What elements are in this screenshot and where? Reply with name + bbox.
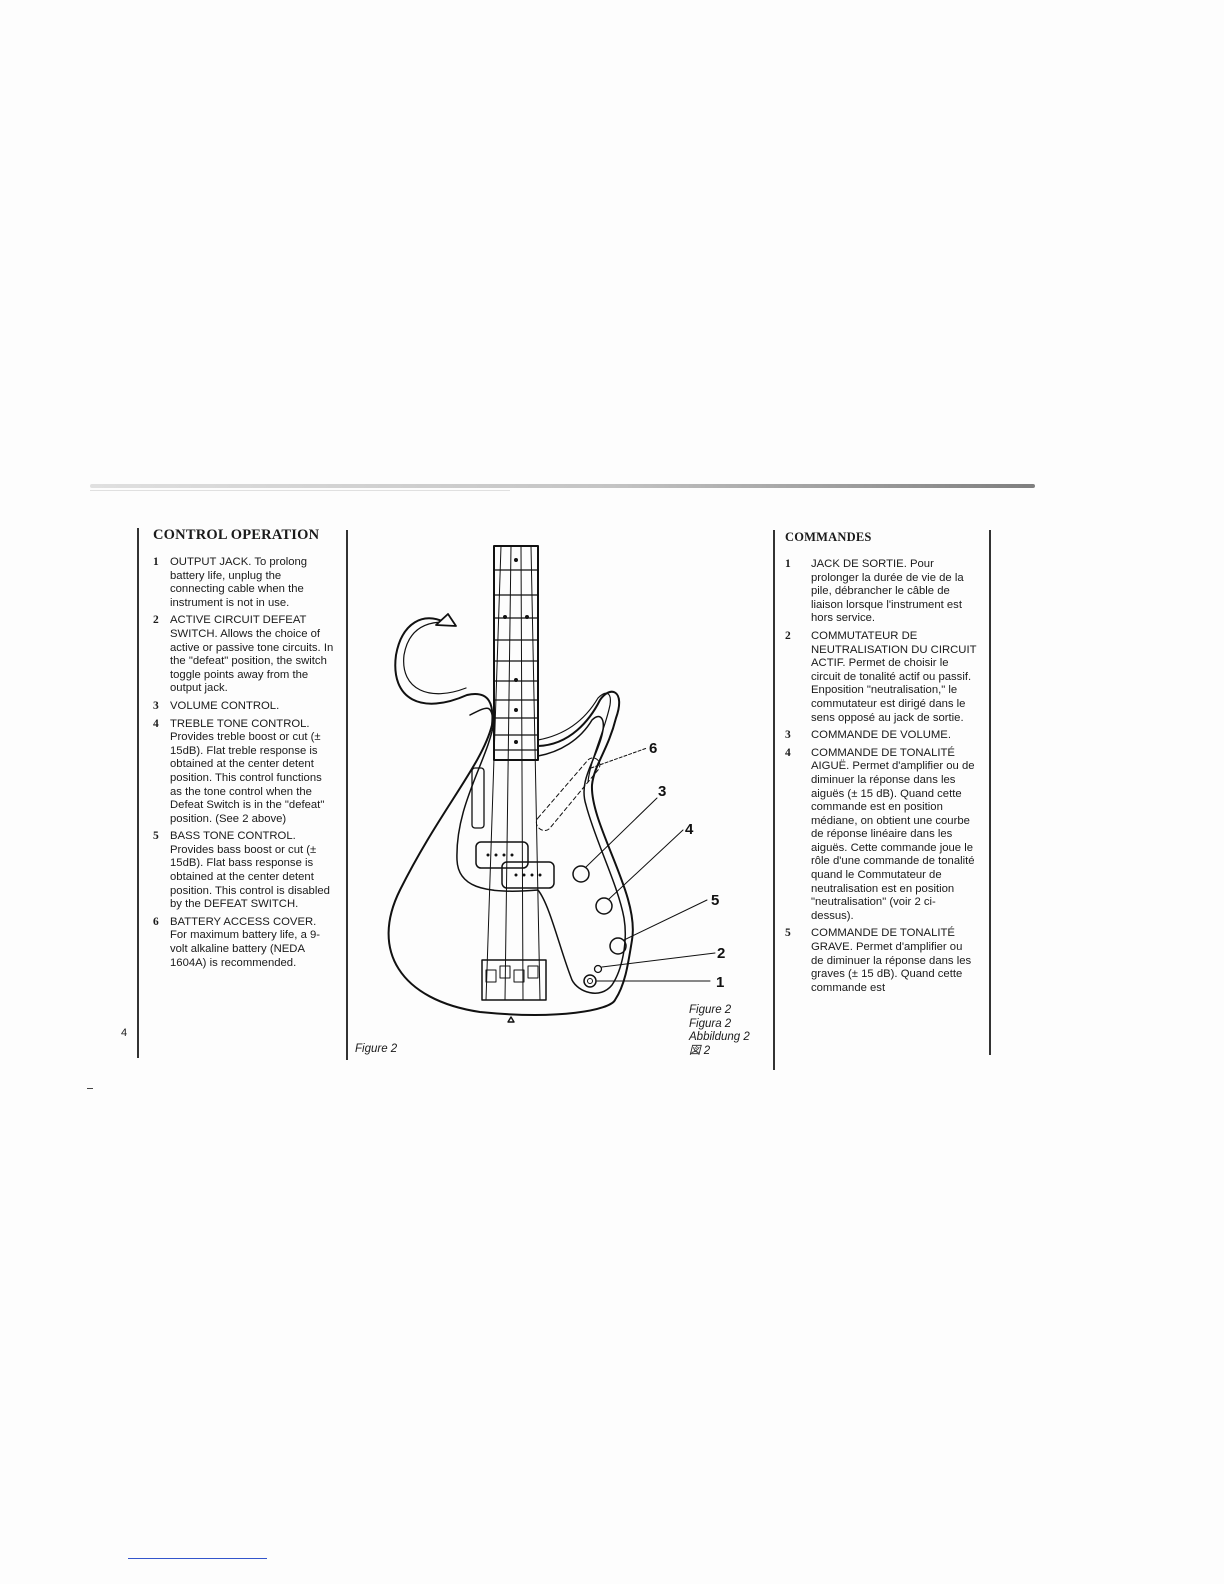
item-text: VOLUME CONTROL. (170, 699, 280, 712)
list-item: 6 BATTERY ACCESS COVER. For maximum batte… (153, 916, 335, 970)
item-number: 6 (153, 915, 159, 928)
header-rule (90, 484, 1035, 488)
caption-spanish: Figura 2 (689, 1017, 732, 1030)
callout-1: 1 (716, 974, 724, 991)
item-text: OUTPUT JACK. To prolong battery life, un… (170, 556, 308, 609)
item-text: BASS TONE CONTROL. Provides bass boost o… (170, 830, 330, 911)
callout-6: 6 (649, 740, 657, 757)
item-number: 3 (153, 699, 159, 712)
right-margin-line (989, 530, 991, 1055)
left-margin-line (137, 528, 139, 1058)
caption-japanese: 図 2 (689, 1044, 711, 1057)
defeat-switch (593, 964, 603, 974)
item-text: BATTERY ACCESS COVER. For maximum batter… (170, 915, 321, 969)
caption-german: Abbildung 2 (689, 1031, 750, 1043)
item-number: 1 (785, 558, 791, 570)
figure-caption-left: Figure 2 (355, 1043, 398, 1055)
treble-knob (595, 897, 613, 915)
item-text: JACK DE SORTIE. Pour prolonger la durée … (811, 558, 964, 625)
list-item: 5 COMMANDE DE TONALITÉ GRAVE. Permet d'am… (785, 927, 977, 995)
page-number: 4 (121, 1027, 128, 1039)
caption-english: Figure 2 (689, 1004, 732, 1016)
list-item: 3 VOLUME CONTROL. (153, 700, 335, 714)
bass-guitar-diagram: 6 3 4 5 2 1 (387, 545, 725, 1023)
list-item: 5 BASS TONE CONTROL. Provides bass boost … (153, 830, 335, 912)
bottom-underline (128, 1558, 267, 1559)
list-item: 1 JACK DE SORTIE. Pour prolonger la durée… (785, 558, 977, 626)
item-text: COMMANDE DE VOLUME. (811, 729, 951, 742)
item-text: COMMANDE DE TONALITÉ GRAVE. Permet d'amp… (811, 927, 972, 994)
callout-4: 4 (685, 821, 694, 838)
english-heading: CONTROL OPERATION (153, 527, 320, 543)
callout-2: 2 (717, 945, 725, 962)
pickguard-outline (456, 707, 627, 994)
list-item: 1 OUTPUT JACK. To prolong battery life, u… (153, 556, 335, 610)
figure-captions-right: Figure 2 Figura 2 Abbildung 2 図 2 (689, 1004, 750, 1058)
list-item: 2 ACTIVE CIRCUIT DEFEAT SWITCH. Allows th… (153, 614, 335, 696)
item-text: COMMUTATEUR DE NEUTRALISATION DU CIRCUIT… (811, 629, 977, 724)
volume-knob (572, 865, 590, 883)
item-number: 5 (785, 927, 791, 940)
battery-access-cover (536, 757, 601, 832)
item-text: ACTIVE CIRCUIT DEFEAT SWITCH. Allows the… (170, 614, 334, 695)
item-number: 2 (153, 614, 159, 627)
bass-knob (609, 937, 627, 955)
english-column-divider (346, 530, 348, 1060)
english-control-list: 1 OUTPUT JACK. To prolong battery life, u… (153, 556, 335, 974)
item-number: 2 (785, 629, 791, 642)
french-control-list: 1 JACK DE SORTIE. Pour prolonger la durée… (785, 558, 977, 999)
item-number: 1 (153, 556, 159, 568)
french-heading: COMMANDES (785, 530, 872, 544)
item-text: COMMANDE DE TONALITÉ AIGUË. Permet d'amp… (811, 746, 975, 922)
figure-column-divider (773, 530, 775, 1070)
margin-mark (87, 1088, 93, 1089)
list-item: 4 COMMANDE DE TONALITÉ AIGUË. Permet d'am… (785, 747, 977, 924)
guitar-body-outline (387, 617, 634, 1016)
list-item: 2 COMMUTATEUR DE NEUTRALISATION DU CIRCUI… (785, 630, 977, 725)
callout-5: 5 (711, 892, 719, 909)
item-number: 3 (785, 729, 791, 742)
item-number: 4 (785, 746, 791, 759)
item-number: 5 (153, 830, 159, 843)
list-item: 3 COMMANDE DE VOLUME. (785, 729, 977, 743)
item-number: 4 (153, 717, 159, 730)
callout-3: 3 (658, 783, 666, 800)
item-text: TREBLE TONE CONTROL. Provides treble boo… (170, 717, 325, 825)
header-rule-faint (90, 490, 510, 491)
list-item: 4 TREBLE TONE CONTROL. Provides treble bo… (153, 718, 335, 827)
output-jack (583, 974, 597, 988)
